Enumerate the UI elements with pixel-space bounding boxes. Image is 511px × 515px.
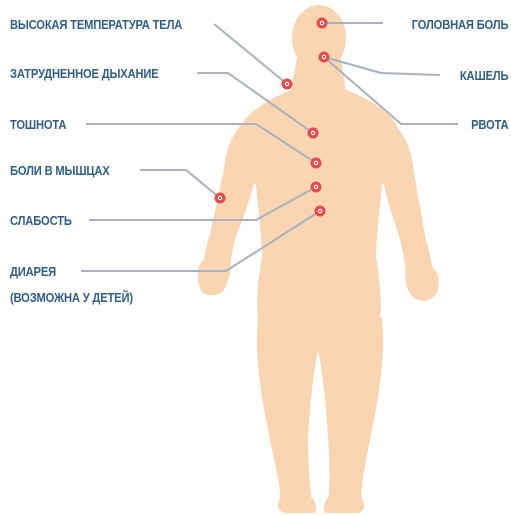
marker-weakness [311,182,322,193]
marker-fever [282,79,293,90]
torso-shape [232,82,406,322]
label-headache: ГОЛОВНАЯ БОЛЬ [411,17,508,33]
marker-breathing [308,128,319,139]
label-diarrhea-note: (ВОЗМОЖНА У ДЕТЕЙ) [10,290,133,306]
label-diarrhea: ДИАРЕЯ [10,264,56,280]
label-weakness: СЛАБОСТЬ [10,213,72,229]
left-foot-shape [324,498,364,513]
right-foot-shape [278,498,316,513]
leader-line-fever [214,24,287,84]
left-hand-shape [405,268,438,301]
legs-shape [257,318,383,507]
marker-diarrhea [315,206,326,217]
marker-headache [317,18,328,29]
leader-line-muscle [140,170,220,198]
label-muscle-pain: БОЛИ В МЫШЦАХ [10,163,110,179]
left-arm-shape [380,120,433,277]
label-nausea: ТОШНОТА [10,117,66,133]
label-fever: ВЫСОКАЯ ТЕМПЕРАТУРА ТЕЛА [10,17,182,33]
human-body-silhouette [198,5,439,513]
marker-nausea [311,158,322,169]
label-breathing: ЗАТРУДНЕННОЕ ДЫХАНИЕ [10,66,159,82]
right-hand-shape [198,260,231,295]
marker-cough-vomiting [319,52,330,63]
label-vomiting: РВОТА [471,117,508,133]
right-arm-shape [203,120,258,270]
label-cough: КАШЕЛЬ [460,68,508,84]
marker-muscle-pain [215,193,226,204]
